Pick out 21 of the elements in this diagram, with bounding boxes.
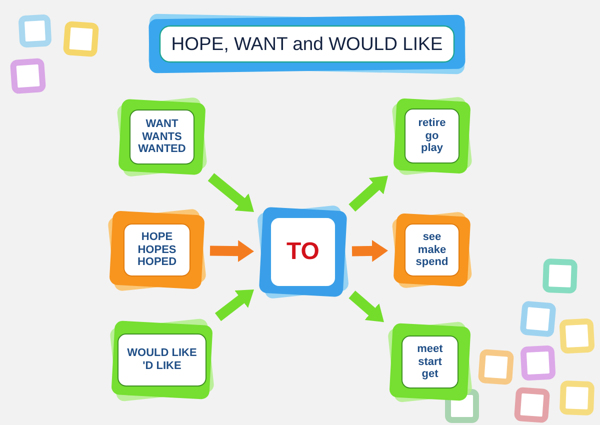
word-label: meet — [417, 343, 443, 356]
word-label: WANTS — [142, 130, 182, 144]
word-label: HOPES — [138, 244, 176, 256]
word-label: spend — [416, 256, 448, 269]
word-label: see — [422, 231, 442, 244]
word-label: WANTED — [138, 143, 186, 156]
word-label: HOPED — [137, 256, 177, 269]
word-label: start — [418, 356, 442, 368]
word-label: WOULD LIKE — [127, 347, 197, 360]
word-label: make — [418, 244, 446, 256]
word-label: go — [425, 130, 439, 142]
arrow — [210, 240, 254, 262]
arrow — [352, 240, 388, 262]
word-label: HOPE — [141, 231, 173, 244]
word-label: play — [420, 142, 443, 155]
word-label: WANT — [146, 118, 178, 131]
word-label: 'D LIKE — [142, 360, 182, 373]
center-word: TO — [286, 238, 320, 266]
word-label: retire — [418, 117, 446, 130]
title: HOPE, WANT and WOULD LIKE — [171, 34, 443, 54]
word-label: get — [422, 368, 438, 381]
